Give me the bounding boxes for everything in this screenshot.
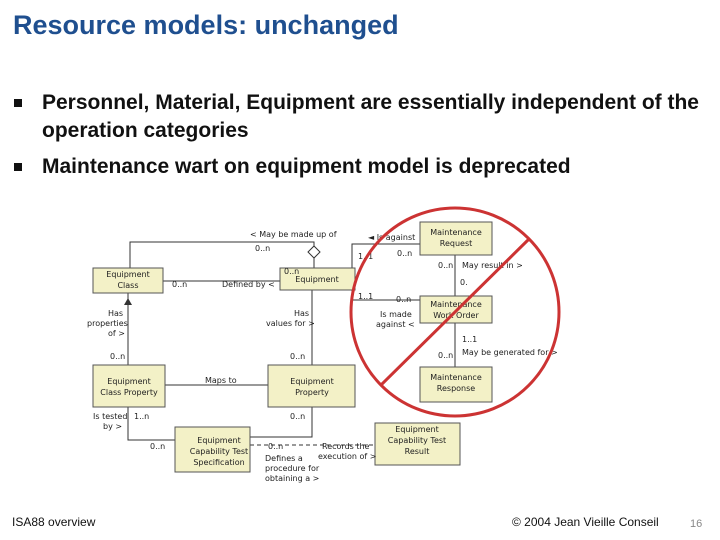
square-bullet-icon <box>14 163 22 171</box>
aggregation-diamond <box>307 245 321 259</box>
label-has-values-for: Has <box>294 309 309 318</box>
equipment-class-property-box: Equipment Class Property <box>92 364 166 408</box>
label-has-properties-of: Has <box>108 309 123 318</box>
label-defines-procedure: procedure for <box>265 464 320 473</box>
equipment-property-box: Equipment Property <box>267 364 356 408</box>
svg-text:Work Order: Work Order <box>433 311 479 320</box>
svg-text:Class: Class <box>117 281 138 290</box>
svg-text:Maintenance: Maintenance <box>430 228 482 237</box>
svg-text:Equipment: Equipment <box>295 275 338 284</box>
equipment-class-box: Equipment Class <box>92 267 164 294</box>
label-is-tested-by: by > <box>103 422 122 431</box>
defines-procedure-line <box>250 407 313 438</box>
multiplicity-label: 0. <box>460 278 468 287</box>
svg-text:Specification: Specification <box>193 458 244 467</box>
footer-copyright: © 2004 Jean Vieille Conseil <box>512 515 659 529</box>
label-may-be-generated-for: May be generated for > <box>462 348 558 357</box>
label-may-result-in: May result in > <box>462 261 523 270</box>
maintenance-request-box: Maintenance Request <box>419 221 493 256</box>
svg-text:Equipment: Equipment <box>197 436 240 445</box>
label-is-against: ◄ Is against <box>368 233 415 242</box>
multiplicity-label: 0..n <box>438 351 453 360</box>
multiplicity-label: 0..n <box>438 261 453 270</box>
svg-text:Property: Property <box>295 388 329 397</box>
multiplicity-label: 0..n <box>290 412 305 421</box>
is-tested-by-line <box>127 407 175 441</box>
label-is-made-against: Is made <box>380 310 412 319</box>
strike-slash <box>379 237 531 387</box>
multiplicity-label: 0..n <box>172 280 187 289</box>
page-number: 16 <box>690 518 703 530</box>
label-defines-procedure: obtaining a > <box>265 474 319 483</box>
label-may-be-made-up-of: < May be made up of <box>250 230 337 239</box>
multiplicity-label: 0..n <box>397 249 412 258</box>
bullet-text: Personnel, Material, Equipment are essen… <box>42 91 699 142</box>
svg-text:Equipment: Equipment <box>106 270 149 279</box>
multiplicity-label: 1..1 <box>462 335 477 344</box>
association-labels: < May be made up of 0..n ◄ Is against 1.… <box>87 230 558 483</box>
label-has-values-for: values for > <box>266 319 315 328</box>
diagram-lines <box>124 241 456 446</box>
composition-marker <box>124 298 132 305</box>
bullet-item: Maintenance wart on equipment model is d… <box>14 153 704 181</box>
deprecated-strike-mark <box>349 206 561 418</box>
svg-text:Equipment: Equipment <box>290 377 333 386</box>
equipment-capability-test-result-box: Equipment Capability Test Result <box>374 422 461 466</box>
slide-title: Resource models: unchanged <box>13 10 399 40</box>
multiplicity-label: 0..n <box>284 267 299 276</box>
svg-text:Capability Test: Capability Test <box>388 436 446 445</box>
label-maps-to: Maps to <box>205 376 237 385</box>
equipment-capability-test-spec-box: Equipment Capability Test Specification <box>174 426 251 473</box>
svg-text:Request: Request <box>440 239 473 248</box>
label-records-execution: Records the <box>322 442 370 451</box>
multiplicity-label: 0..n <box>268 442 283 451</box>
svg-text:Equipment: Equipment <box>395 425 438 434</box>
maintenance-response-box: Maintenance Response <box>419 366 493 403</box>
svg-text:Result: Result <box>405 447 430 456</box>
svg-text:Equipment: Equipment <box>107 377 150 386</box>
footer-left-text: ISA88 overview <box>12 515 96 529</box>
label-defines-procedure: Defines a <box>265 454 303 463</box>
strike-circle <box>349 206 561 418</box>
svg-text:Capability Test: Capability Test <box>190 447 248 456</box>
aggregation-line <box>129 241 315 268</box>
is-against-line <box>351 243 420 271</box>
multiplicity-label: 0..n <box>255 244 270 253</box>
square-bullet-icon <box>14 99 22 107</box>
multiplicity-label: 0..n <box>110 352 125 361</box>
label-records-execution: execution of > <box>318 452 376 461</box>
multiplicity-label: 0..n <box>290 352 305 361</box>
svg-text:Response: Response <box>437 384 476 393</box>
bullet-text: Maintenance wart on equipment model is d… <box>42 155 571 178</box>
svg-text:Maintenance: Maintenance <box>430 300 482 309</box>
multiplicity-label: 1..n <box>134 412 149 421</box>
label-has-properties-of: properties <box>87 319 128 328</box>
label-is-tested-by: Is tested <box>93 412 127 421</box>
label-is-made-against: against < <box>376 320 415 329</box>
multiplicity-label: 0..n <box>150 442 165 451</box>
bullet-item: Personnel, Material, Equipment are essen… <box>14 89 704 145</box>
svg-text:Class Property: Class Property <box>100 388 158 397</box>
multiplicity-label: 0..n <box>396 295 411 304</box>
svg-text:Maintenance: Maintenance <box>430 373 482 382</box>
label-defined-by: Defined by < <box>222 280 275 289</box>
multiplicity-label: 1..1 <box>358 292 373 301</box>
label-has-properties-of: of > <box>108 329 125 338</box>
